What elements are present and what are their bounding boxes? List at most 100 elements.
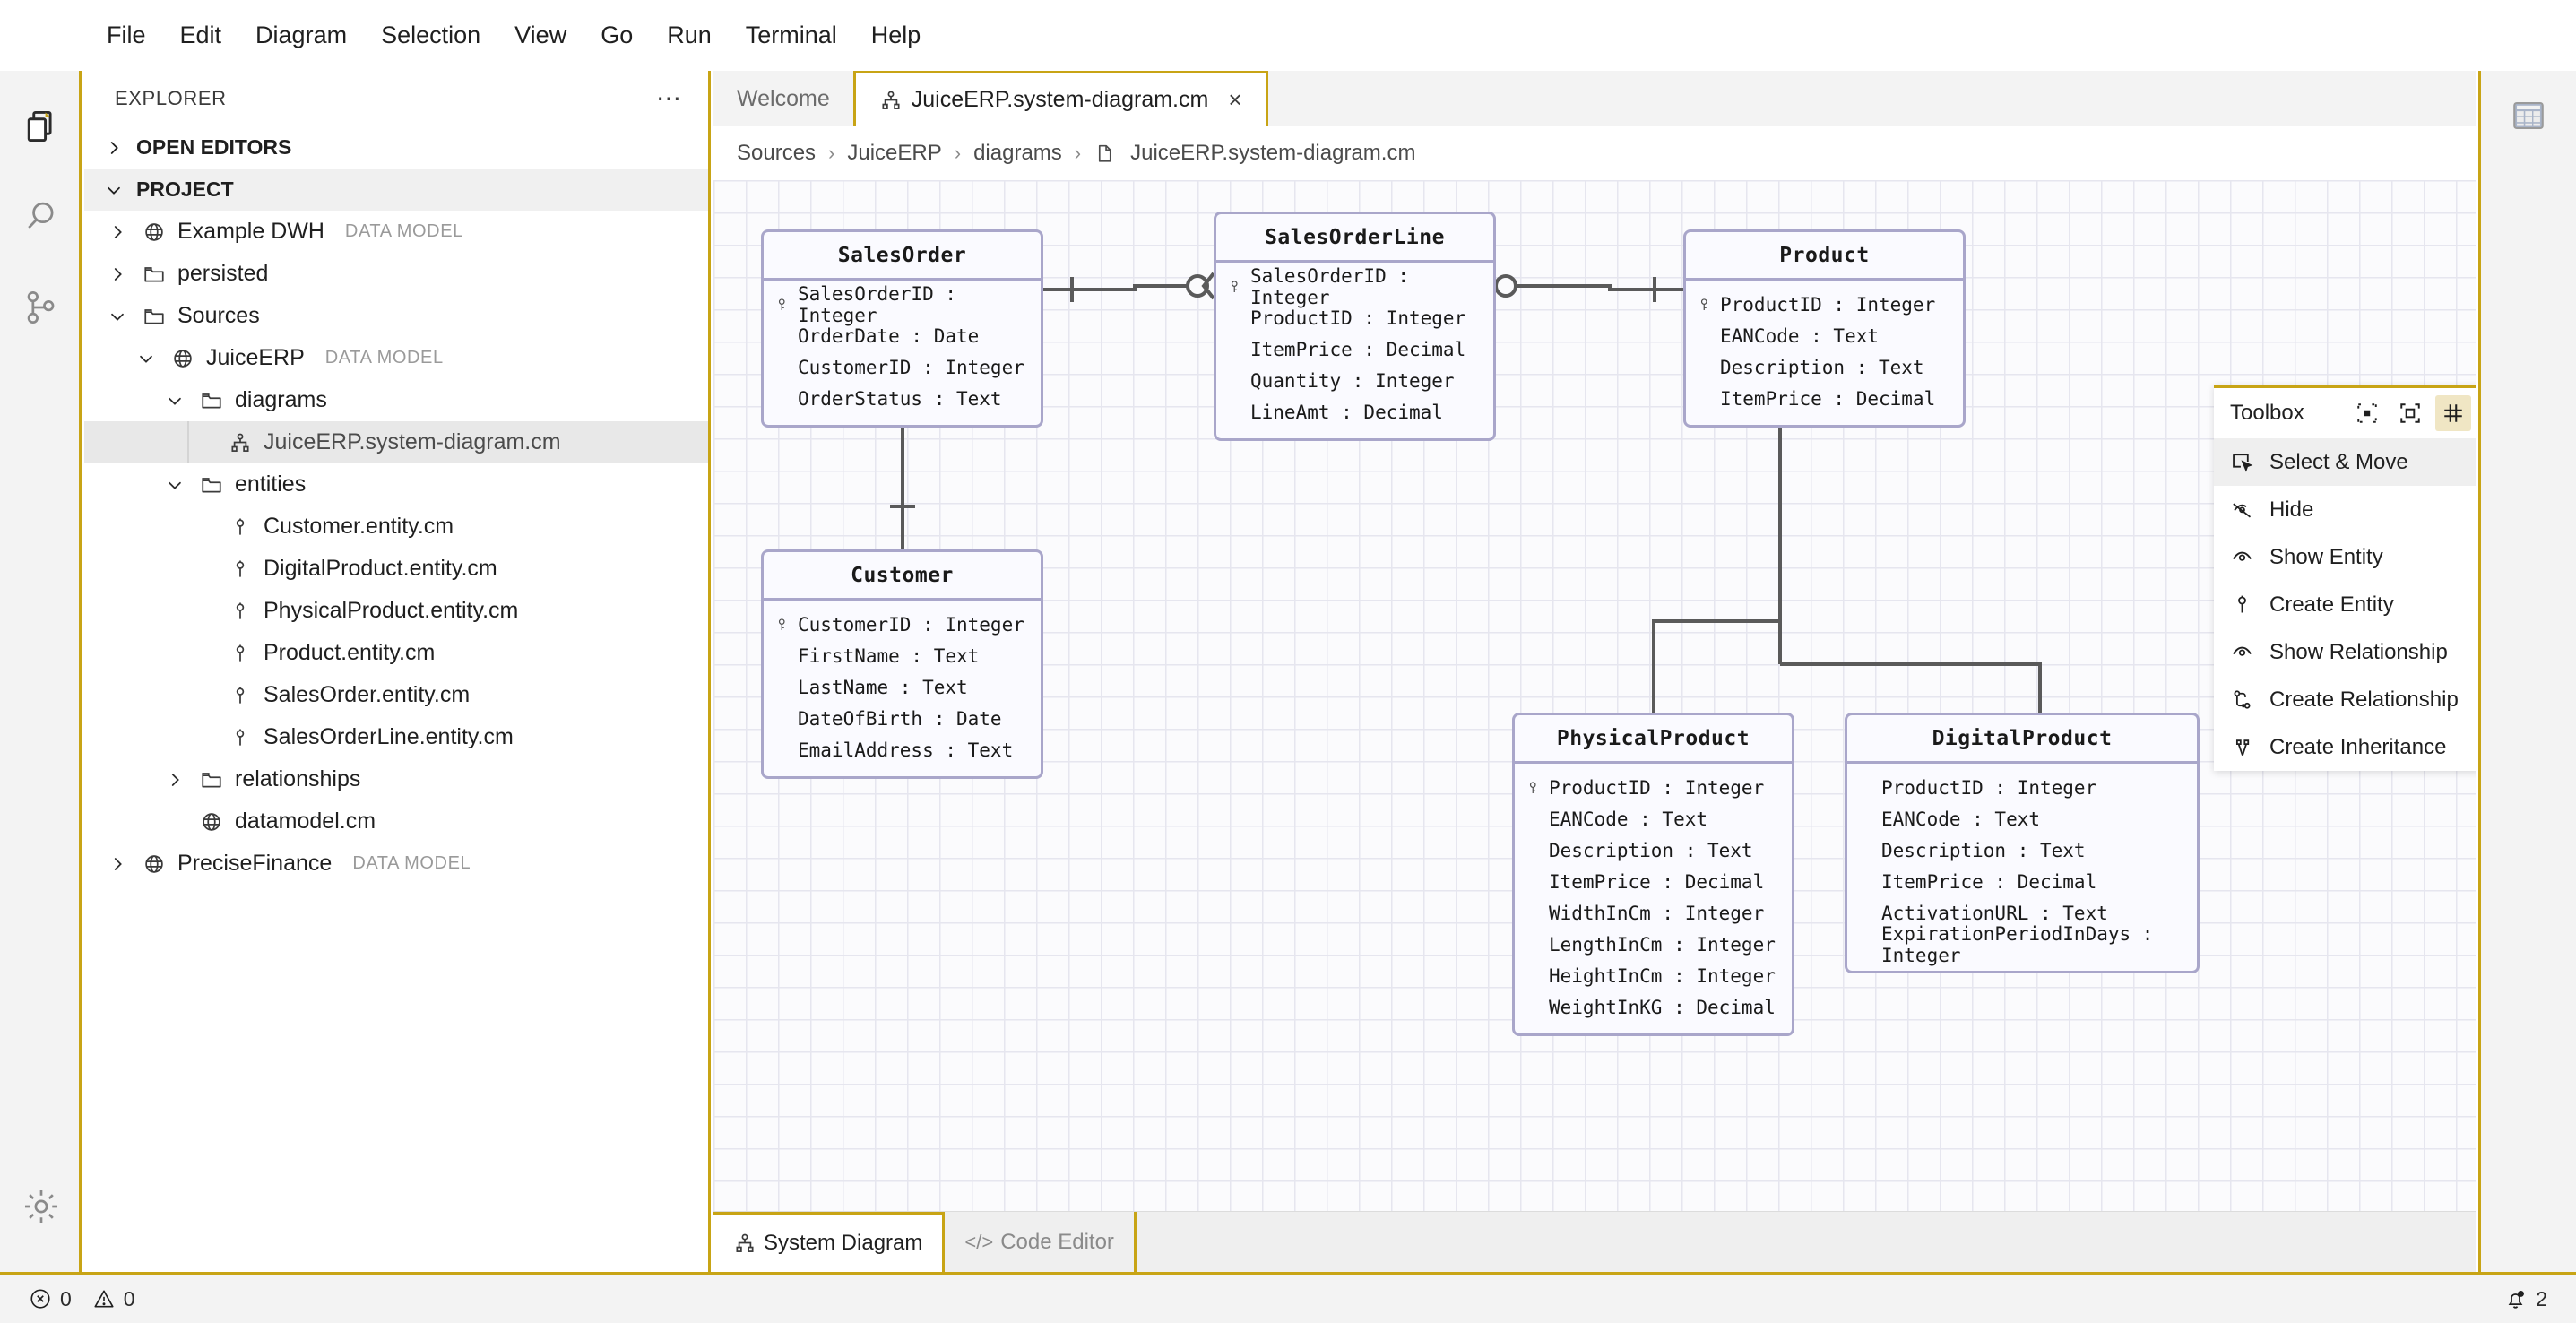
tree-item-digitalproduct-entity-cm[interactable]: DigitalProduct.entity.cm <box>84 548 708 590</box>
fit-selection-icon[interactable] <box>2349 395 2385 431</box>
tool-label: Select & Move <box>2269 449 2408 474</box>
menu-selection[interactable]: Selection <box>381 22 481 48</box>
globe-icon <box>141 852 168 876</box>
fit-diagram-icon[interactable] <box>2392 395 2428 431</box>
entity-attribute-text: ExpirationPeriodInDays : Integer <box>1881 922 2154 966</box>
tree-item-juiceerp-system-diagram-cm[interactable]: JuiceERP.system-diagram.cm <box>84 421 708 463</box>
menu-run[interactable]: Run <box>667 22 712 48</box>
chevron-down-icon[interactable] <box>104 307 131 326</box>
notifications-status[interactable]: 2 <box>2498 1287 2553 1311</box>
warning-status[interactable]: 0 <box>87 1287 141 1311</box>
chevron-down-icon[interactable] <box>133 349 160 368</box>
error-status[interactable]: 0 <box>23 1287 77 1311</box>
tree-item-entities[interactable]: entities <box>84 463 708 506</box>
chevron-right-icon[interactable] <box>104 222 131 242</box>
breadcrumb-item[interactable]: JuiceERP <box>847 141 942 165</box>
chevron-right-icon <box>104 138 127 158</box>
entity-title: Customer <box>764 552 1041 601</box>
entity-attribute: EANCode : Text <box>1515 803 1792 834</box>
warning-count: 0 <box>123 1286 135 1310</box>
tab-bar-filler <box>1268 71 2476 126</box>
tree-item-relationships[interactable]: relationships <box>84 758 708 800</box>
chevron-right-icon[interactable] <box>104 264 131 284</box>
menu-diagram[interactable]: Diagram <box>255 22 348 48</box>
sidebar-more-actions-icon[interactable]: ⋯ <box>656 84 683 112</box>
primary-key-icon <box>1226 279 1244 295</box>
entity-title: PhysicalProduct <box>1515 715 1792 764</box>
sidebar-section-open-editors[interactable]: OPEN EDITORS <box>84 126 708 169</box>
menu-file[interactable]: File <box>107 22 146 48</box>
close-icon[interactable]: × <box>1228 86 1242 113</box>
entity-attribute-text: SalesOrderID : Integer <box>1250 264 1410 308</box>
tool-hide[interactable]: Hide <box>2214 486 2476 533</box>
tool-select-move[interactable]: Select & Move <box>2214 438 2476 486</box>
entity-attribute: Description : Text <box>1686 351 1963 383</box>
tool-show-entity[interactable]: Show Entity <box>2214 533 2476 581</box>
bottom-tab-code-editor[interactable]: </>Code Editor <box>945 1212 1137 1272</box>
menu-edit[interactable]: Edit <box>179 22 222 48</box>
search-icon[interactable] <box>0 176 82 257</box>
source-control-icon[interactable] <box>0 266 82 348</box>
tree-item-physicalproduct-entity-cm[interactable]: PhysicalProduct.entity.cm <box>84 590 708 632</box>
breadcrumb-item[interactable]: diagrams <box>973 141 1062 165</box>
menu-help[interactable]: Help <box>870 22 921 48</box>
chevron-down-icon[interactable] <box>161 475 188 495</box>
tree-item-label: diagrams <box>235 387 327 412</box>
tool-create-entity[interactable]: Create Entity <box>2214 581 2476 628</box>
sidebar-section-project[interactable]: PROJECT <box>84 169 708 211</box>
tree-item-datamodel-cm[interactable]: datamodel.cm <box>84 800 708 843</box>
tree-item-salesorder-entity-cm[interactable]: SalesOrder.entity.cm <box>84 674 708 716</box>
tree-item-salesorderline-entity-cm[interactable]: SalesOrderLine.entity.cm <box>84 716 708 758</box>
tool-label: Create Relationship <box>2269 687 2459 712</box>
diagram-icon <box>879 89 903 112</box>
entity-attribute-text: Quantity : Integer <box>1250 369 1455 392</box>
settings-gear-icon[interactable] <box>0 1165 82 1247</box>
entity-attribute: ProductID : Integer <box>1515 772 1792 803</box>
bottom-tab-system-diagram[interactable]: System Diagram <box>713 1212 946 1272</box>
breadcrumb-item[interactable]: JuiceERP.system-diagram.cm <box>1130 141 1416 165</box>
toggle-grid-icon[interactable] <box>2435 395 2471 431</box>
tree-item-label: relationships <box>235 766 361 791</box>
tool-create-relationship[interactable]: Create Relationship <box>2214 676 2476 723</box>
chevron-right-icon[interactable] <box>161 770 188 790</box>
entity-attribute: OrderStatus : Text <box>764 383 1041 414</box>
entity-attribute-text: SalesOrderID : Integer <box>798 282 957 326</box>
editor-tab-welcome[interactable]: Welcome <box>713 71 856 126</box>
menu-go[interactable]: Go <box>601 22 634 48</box>
tool-show-relationship[interactable]: Show Relationship <box>2214 628 2476 676</box>
tool-create-inheritance[interactable]: Create Inheritance <box>2214 723 2476 771</box>
entity-attribute-text: EANCode : Text <box>1881 808 2041 830</box>
chevron-right-icon[interactable] <box>104 854 131 874</box>
menu-view[interactable]: View <box>514 22 567 48</box>
file-icon <box>1094 143 1116 165</box>
tree-item-diagrams[interactable]: diagrams <box>84 379 708 421</box>
editor-bottom-tabs: System Diagram</>Code Editor <box>713 1211 2476 1272</box>
tree-item-customer-entity-cm[interactable]: Customer.entity.cm <box>84 506 708 548</box>
files-icon[interactable] <box>0 85 82 167</box>
entity-attribute-text: WidthInCm : Integer <box>1549 902 1765 924</box>
menu-terminal[interactable]: Terminal <box>745 22 837 48</box>
tree-item-sources[interactable]: Sources <box>84 295 708 337</box>
chevron-down-icon[interactable] <box>161 391 188 411</box>
tool-label: Show Entity <box>2269 544 2383 569</box>
editor-tab-juiceerp-system-diagram-cm[interactable]: JuiceERP.system-diagram.cm× <box>855 71 1268 126</box>
breadcrumb-separator: › <box>1074 142 1082 164</box>
tree-item-persisted[interactable]: persisted <box>84 253 708 295</box>
tree-item-product-entity-cm[interactable]: Product.entity.cm <box>84 632 708 674</box>
right-activity-bar <box>2478 71 2576 1272</box>
table-grid-icon[interactable] <box>2481 71 2576 160</box>
eye-icon <box>2228 640 2255 664</box>
primary-key-icon <box>1525 780 1543 796</box>
breadcrumb-item[interactable]: Sources <box>737 141 817 165</box>
entity-attribute: EmailAddress : Text <box>764 734 1041 765</box>
